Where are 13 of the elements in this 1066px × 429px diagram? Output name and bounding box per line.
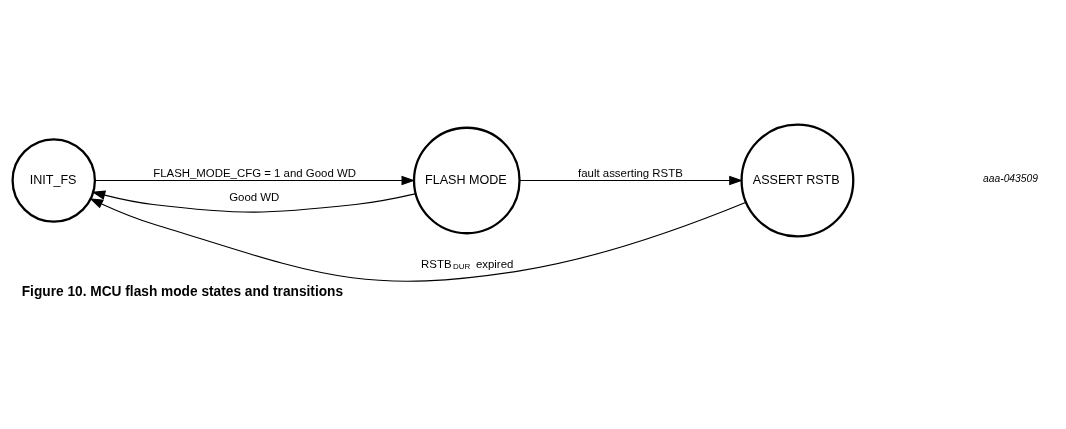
arrow [519,175,743,185]
edge-label: FLASH_MODE_CFG = 1 and Good WD [153,166,357,179]
node-circle: INIT_FS [11,137,97,223]
edge-label: RSTBDUR expired [421,257,514,271]
arrow [89,197,747,282]
arrow [91,190,416,213]
label: aaa-043509 [983,172,1038,184]
node-circle: FLASH MODE [412,126,521,234]
node-circle: ASSERT RSTB [740,123,855,237]
arrow [94,175,416,185]
caption: Figure 10. MCU flash mode states and transitions [21,283,344,299]
edge-label: fault asserting RSTB [578,166,683,179]
edge-label: Good WD [229,190,280,203]
